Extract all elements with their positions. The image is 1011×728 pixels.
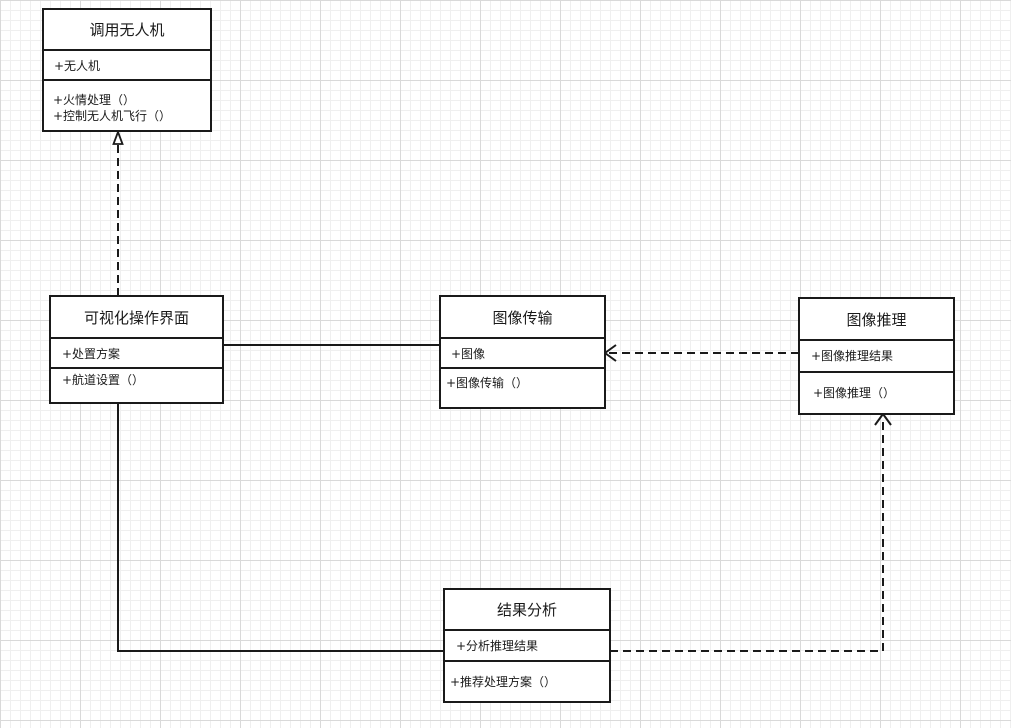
attribute: +无人机: [54, 59, 101, 73]
class-box-inference[interactable]: 图像推理 +图像推理结果 +图像推理（）: [798, 297, 955, 415]
class-name: 图像传输: [441, 297, 604, 339]
class-attributes: +分析推理结果: [445, 631, 609, 662]
method: +航道设置（）: [62, 373, 145, 387]
class-methods: +图像推理（）: [800, 373, 953, 400]
method: +图像推理（）: [813, 386, 896, 400]
class-name: 调用无人机: [44, 10, 210, 51]
class-box-analysis[interactable]: 结果分析 +分析推理结果 +推荐处理方案（）: [443, 588, 611, 703]
class-methods: +航道设置（）: [51, 369, 222, 387]
class-attributes: +无人机: [44, 51, 210, 81]
class-name: 结果分析: [445, 590, 609, 631]
attribute: +图像: [451, 347, 486, 361]
class-attributes: +图像: [441, 339, 604, 369]
class-name: 可视化操作界面: [51, 297, 222, 339]
attribute: +图像推理结果: [811, 349, 894, 363]
class-box-drone[interactable]: 调用无人机 +无人机 +火情处理（） +控制无人机飞行（）: [42, 8, 212, 132]
class-box-ui[interactable]: 可视化操作界面 +处置方案 +航道设置（）: [49, 295, 224, 404]
class-methods: +推荐处理方案（）: [445, 662, 609, 689]
realization-arrowhead: [112, 129, 124, 145]
method: +推荐处理方案（）: [450, 675, 557, 689]
class-attributes: +图像推理结果: [800, 341, 953, 373]
dependency-line-analysis-to-inference: [610, 417, 884, 652]
association-line-ui-to-analysis: [117, 398, 444, 652]
attribute: +处置方案: [62, 347, 121, 361]
method: +控制无人机飞行（）: [53, 109, 172, 123]
class-methods: +图像传输（）: [441, 369, 604, 390]
class-name: 图像推理: [800, 299, 953, 341]
attribute: +分析推理结果: [456, 639, 539, 653]
class-attributes: +处置方案: [51, 339, 222, 369]
class-box-transfer[interactable]: 图像传输 +图像 +图像传输（）: [439, 295, 606, 409]
method: +火情处理（）: [53, 93, 136, 107]
class-methods: +火情处理（） +控制无人机飞行（）: [44, 81, 210, 124]
method: +图像传输（）: [446, 376, 529, 390]
